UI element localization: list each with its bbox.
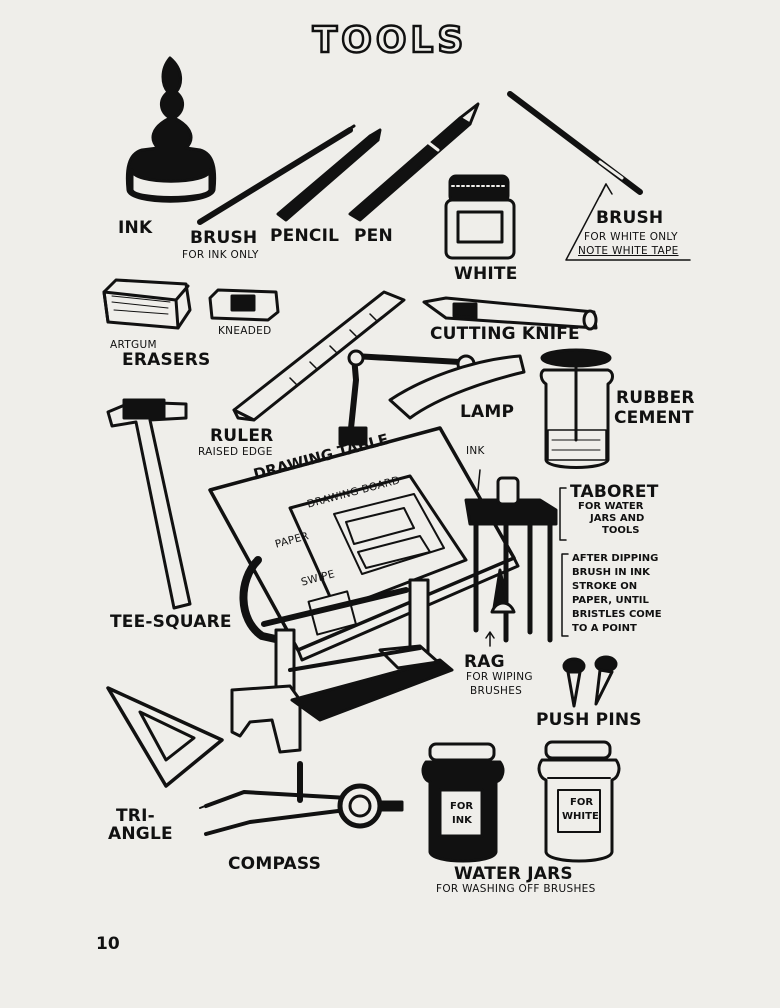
- ruler-icon: [232, 290, 406, 422]
- pencil-icon: [276, 128, 382, 222]
- label-pen: PEN: [354, 226, 393, 246]
- label-erasers: ERASERS: [122, 350, 211, 370]
- label-jar-white-1: FOR: [570, 797, 594, 808]
- label-jar-ink-2: INK: [452, 815, 472, 826]
- white-brush-icon: [507, 91, 691, 261]
- lamp-icon: [338, 349, 526, 446]
- label-lamp: LAMP: [460, 402, 515, 422]
- drawing-table-icon: [208, 426, 520, 754]
- label-jar-ink-1: FOR: [450, 801, 474, 812]
- label-taboret-note2: JARS AND: [590, 513, 645, 524]
- compass-icon: [199, 761, 404, 836]
- label-ink: INK: [118, 218, 153, 238]
- label-rag-note2: BRUSHES: [470, 685, 523, 697]
- label-ruler: RULER: [210, 426, 274, 446]
- label-dip-note3: STROKE ON: [572, 581, 638, 592]
- label-pencil: PENCIL: [270, 226, 340, 246]
- label-triangle-2: ANGLE: [108, 824, 173, 844]
- label-water-jars: WATER JARS: [454, 864, 573, 884]
- artgum-eraser-icon: [102, 278, 192, 330]
- label-cutting-knife: CUTTING KNIFE: [430, 324, 580, 344]
- label-taboret: TABORET: [570, 482, 659, 502]
- label-tee-square: TEE-SQUARE: [110, 612, 232, 632]
- page-title: TOOLS: [311, 19, 468, 63]
- label-white: WHITE: [454, 264, 518, 284]
- label-rag-note1: FOR WIPING: [466, 671, 533, 683]
- label-brush-white-note2: NOTE WHITE TAPE: [578, 245, 679, 257]
- white-jar-icon: [444, 174, 516, 260]
- cutting-knife-icon: [422, 296, 598, 331]
- label-push-pins: PUSH PINS: [536, 710, 642, 730]
- label-jar-white-2: WHITE: [562, 811, 599, 822]
- pen-icon: [348, 102, 480, 222]
- label-brush-note: FOR INK ONLY: [182, 249, 259, 261]
- label-dip-note5: BRISTLES COME: [572, 609, 662, 620]
- label-dip-note2: BRUSH IN INK: [572, 567, 650, 578]
- label-water-jars-note: FOR WASHING OFF BRUSHES: [436, 883, 596, 895]
- water-jar-ink-icon: [421, 742, 505, 863]
- triangle-icon: [106, 686, 224, 788]
- ink-bottle-icon: [125, 56, 217, 203]
- rubber-cement-jar-icon: [539, 348, 614, 469]
- kneaded-eraser-icon: [208, 288, 280, 322]
- label-ink-small: INK: [466, 445, 485, 457]
- label-compass: COMPASS: [228, 854, 322, 874]
- label-dip-note6: TO A POINT: [572, 623, 637, 634]
- label-cement: CEMENT: [614, 408, 694, 428]
- label-ruler-note: RAISED EDGE: [198, 446, 273, 458]
- page-number: 10: [96, 934, 120, 954]
- ink-brush-icon: [197, 124, 356, 225]
- water-jar-white-icon: [537, 740, 621, 863]
- label-artgum: ARTGUM: [110, 339, 157, 351]
- label-triangle-1: TRI-: [116, 806, 155, 826]
- label-rag: RAG: [464, 652, 505, 672]
- label-brush-white: BRUSH: [596, 208, 664, 228]
- label-rubber: RUBBER: [616, 388, 695, 408]
- push-pins-icon: [562, 655, 618, 708]
- label-brush: BRUSH: [190, 228, 258, 248]
- label-kneaded: KNEADED: [218, 325, 272, 337]
- label-dip-note4: PAPER, UNTIL: [572, 595, 649, 606]
- taboret-icon: [464, 476, 558, 643]
- tee-square-icon: [106, 398, 192, 610]
- label-brush-white-note1: FOR WHITE ONLY: [584, 231, 678, 243]
- label-taboret-note1: FOR WATER: [578, 501, 644, 512]
- label-taboret-note3: TOOLS: [602, 525, 640, 536]
- label-dip-note1: AFTER DIPPING: [572, 553, 659, 564]
